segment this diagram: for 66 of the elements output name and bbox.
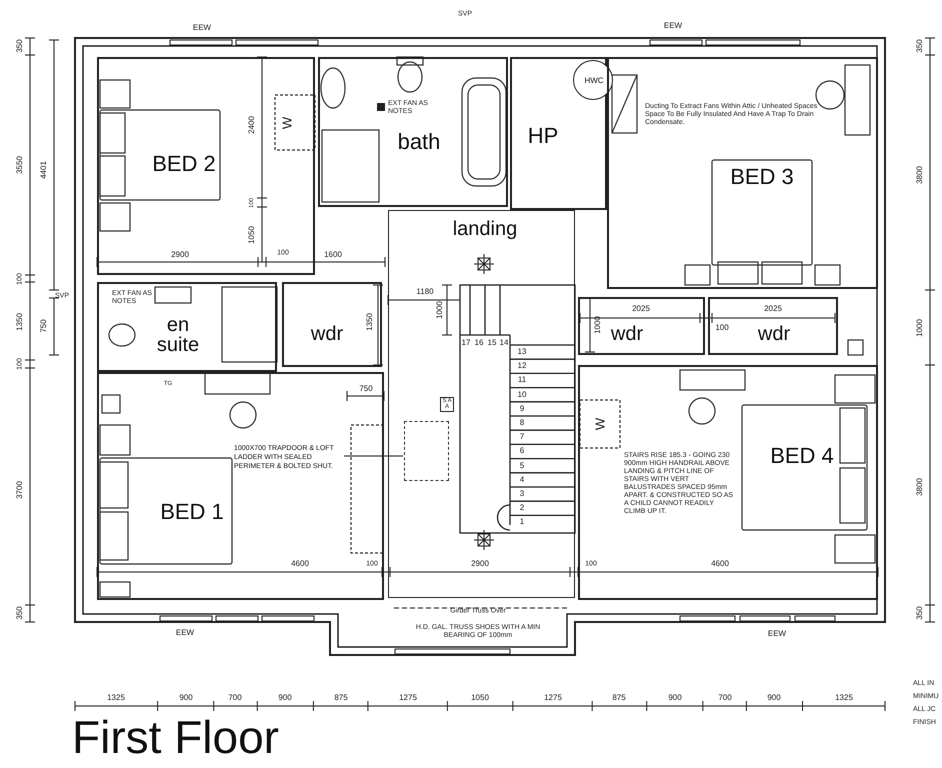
dimension-text: 2900 — [471, 560, 489, 568]
cylinder-circle: HWC — [573, 60, 613, 100]
dimension-text: 2900 — [171, 251, 189, 259]
dimension-text: 2025 — [632, 305, 650, 313]
dimension-text: 1000 — [916, 319, 924, 337]
dimension-text: 350 — [16, 606, 24, 620]
dimension-text: 1000 — [594, 316, 602, 334]
stair-step-number: 2 — [520, 504, 524, 512]
dimension-text: 3800 — [916, 478, 924, 496]
dimension-text: 900 — [668, 694, 682, 702]
dimension-text: 350 — [16, 39, 24, 53]
dimension-text: 900 — [278, 694, 292, 702]
dimension-text: 1050 — [248, 226, 256, 244]
stair-step-number: 3 — [520, 490, 524, 498]
dimension-text: 750 — [40, 319, 48, 333]
dimension-text: 4401 — [40, 161, 48, 179]
wardrobe-label: W — [594, 418, 606, 430]
dimension-text: 350 — [916, 39, 924, 53]
dimension-text: 3550 — [16, 156, 24, 174]
dimension-text: 900 — [179, 694, 193, 702]
stair-step-number: 13 — [518, 348, 526, 356]
dimension-text: 875 — [612, 694, 626, 702]
stair-step-number: 4 — [520, 476, 524, 484]
dimension-text: 1325 — [107, 694, 125, 702]
dimension-text: 350 — [916, 606, 924, 620]
dimension-text: 700 — [718, 694, 732, 702]
stair-step-number: 14 — [500, 339, 508, 347]
dimension-text: 900 — [767, 694, 781, 702]
dimension-text: 750 — [359, 385, 373, 393]
dimension-text: 4600 — [291, 560, 309, 568]
dimension-text: 1050 — [471, 694, 489, 702]
stair-step-number: 7 — [520, 433, 524, 442]
dimension-text: 1275 — [399, 694, 417, 702]
dimension-text: 875 — [334, 694, 348, 702]
dimension-text: 3800 — [916, 166, 924, 184]
stair-step-number: 5 — [520, 462, 524, 470]
dimension-text: 4600 — [711, 560, 729, 568]
dimension-text: 1000 — [436, 301, 444, 319]
window-label: EEW — [768, 630, 786, 638]
dimension-text: 700 — [228, 694, 242, 702]
dimension-text: 2025 — [764, 305, 782, 313]
stair-step-number: 16 — [474, 339, 484, 347]
stair-step-number: 1 — [520, 518, 524, 526]
dimension-text: 1180 — [416, 288, 434, 296]
stair-step-number: 6 — [520, 447, 524, 456]
stair-step-number: 17 — [462, 339, 470, 347]
window-label: EEW — [176, 629, 194, 637]
window-label: EEW — [192, 24, 212, 32]
stair-step-number: 8 — [520, 419, 524, 427]
stair-step-number: 11 — [518, 376, 526, 384]
window-label: EEW — [664, 22, 682, 30]
stair-step-number: 12 — [518, 362, 526, 370]
wardrobe-label: W — [280, 116, 294, 130]
stair-step-number: 9 — [520, 404, 524, 413]
dimension-text: 3700 — [16, 481, 24, 499]
stair-step-number: 15 — [488, 339, 496, 347]
trapdoor-box — [404, 421, 449, 481]
dimension-text: 1350 — [16, 313, 24, 331]
dimension-text: 1325 — [835, 694, 853, 702]
stair-step-number: 10 — [518, 390, 526, 399]
drawing-title: First Floor — [72, 714, 279, 760]
dimension-text: 1600 — [324, 251, 342, 259]
dimension-text: 1350 — [366, 313, 374, 331]
dimension-text: 1275 — [544, 694, 562, 702]
dimension-text: 2400 — [248, 116, 256, 134]
dimension-text: 100 — [715, 324, 729, 332]
